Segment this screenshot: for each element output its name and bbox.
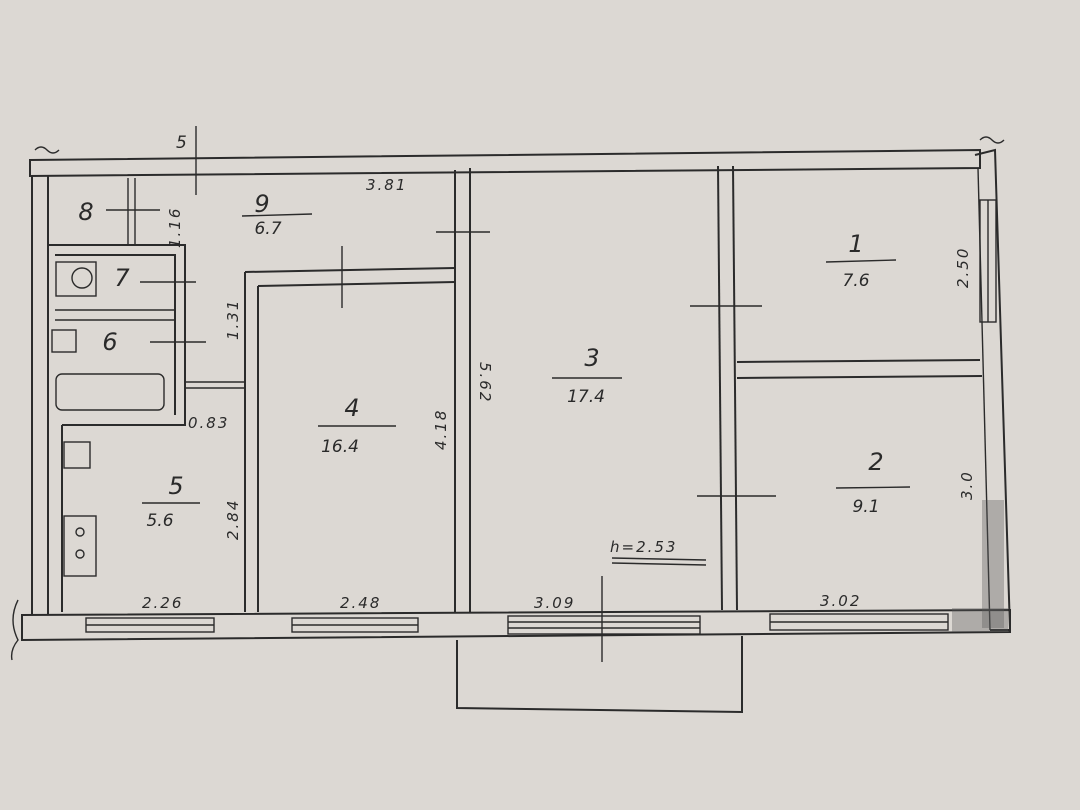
dim-room3-length: 5.62 xyxy=(476,362,494,403)
dimension-labels: 5 3.81 1.16 1.31 0.83 2.84 4.18 5.62 2.5… xyxy=(142,133,976,612)
room-4-number: 4 xyxy=(344,394,359,422)
top-wall-mark: 5 xyxy=(176,133,187,153)
stove-icon xyxy=(63,515,97,577)
sink-icon xyxy=(63,441,91,469)
dim-bottom-1: 2.26 xyxy=(142,594,183,612)
dim-bath-depth: 1.31 xyxy=(224,299,242,340)
room-8-number: 8 xyxy=(78,198,93,226)
room-5-area: 5.6 xyxy=(146,511,173,531)
dim-bath-wall: 0.83 xyxy=(188,414,229,432)
dim-bottom-2: 2.48 xyxy=(340,594,381,612)
ceiling-height: h=2.53 xyxy=(610,538,677,556)
room-2-area: 9.1 xyxy=(852,497,879,517)
room-9-number: 9 xyxy=(254,190,269,218)
dim-bottom-4: 3.02 xyxy=(820,592,861,610)
room-3-area: 17.4 xyxy=(567,387,605,407)
toilet-icon xyxy=(55,261,97,297)
washbasin-icon xyxy=(51,329,77,353)
room-5-number: 5 xyxy=(168,472,183,500)
bathtub-icon xyxy=(55,373,165,411)
dim-room1-length: 2.50 xyxy=(954,247,972,288)
dim-bottom-3: 3.09 xyxy=(534,594,575,612)
dim-room5-length: 2.84 xyxy=(224,499,242,540)
room-3-number: 3 xyxy=(584,344,599,372)
room-6-number: 6 xyxy=(102,328,117,356)
room-4-area: 16.4 xyxy=(321,437,359,457)
room-1-area: 7.6 xyxy=(842,271,869,291)
dim-room8-width: 1.16 xyxy=(166,207,184,248)
windows xyxy=(85,199,1008,635)
room-9-area: 6.7 xyxy=(254,219,281,239)
dim-room4-length: 4.18 xyxy=(432,409,450,450)
dim-hall-length: 3.81 xyxy=(366,176,407,194)
room-7-number: 7 xyxy=(114,264,130,292)
interior-walls xyxy=(48,165,983,662)
room-1-number: 1 xyxy=(848,230,863,258)
fixtures xyxy=(51,261,165,577)
dim-room2-length: 3.0 xyxy=(958,470,976,500)
room-2-number: 2 xyxy=(868,448,883,476)
room-labels: 1 7.6 2 9.1 3 17.4 4 16.4 5 5.6 6 7 8 9 … xyxy=(78,190,911,531)
